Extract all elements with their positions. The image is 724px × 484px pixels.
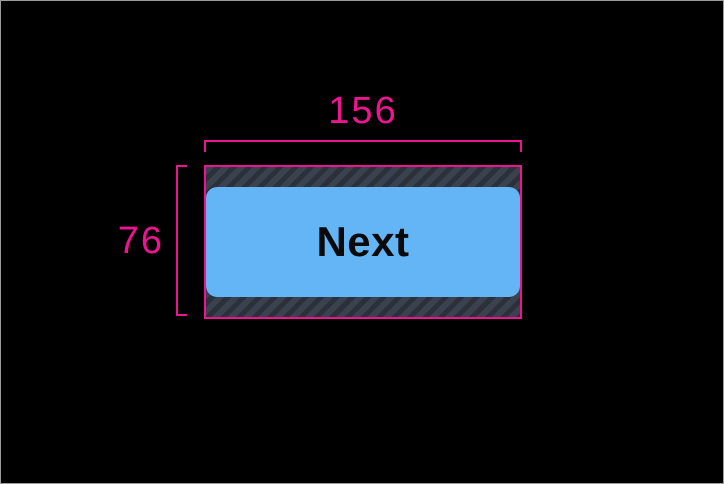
selection-highlight-box: Next [204, 165, 522, 319]
height-dimension-label: 76 [117, 220, 164, 262]
width-dimension-label: 156 [328, 90, 398, 132]
next-button[interactable]: Next [206, 187, 520, 297]
width-measurement-bracket [204, 140, 522, 152]
next-button-label: Next [316, 218, 410, 265]
height-measurement-bracket [176, 165, 187, 316]
